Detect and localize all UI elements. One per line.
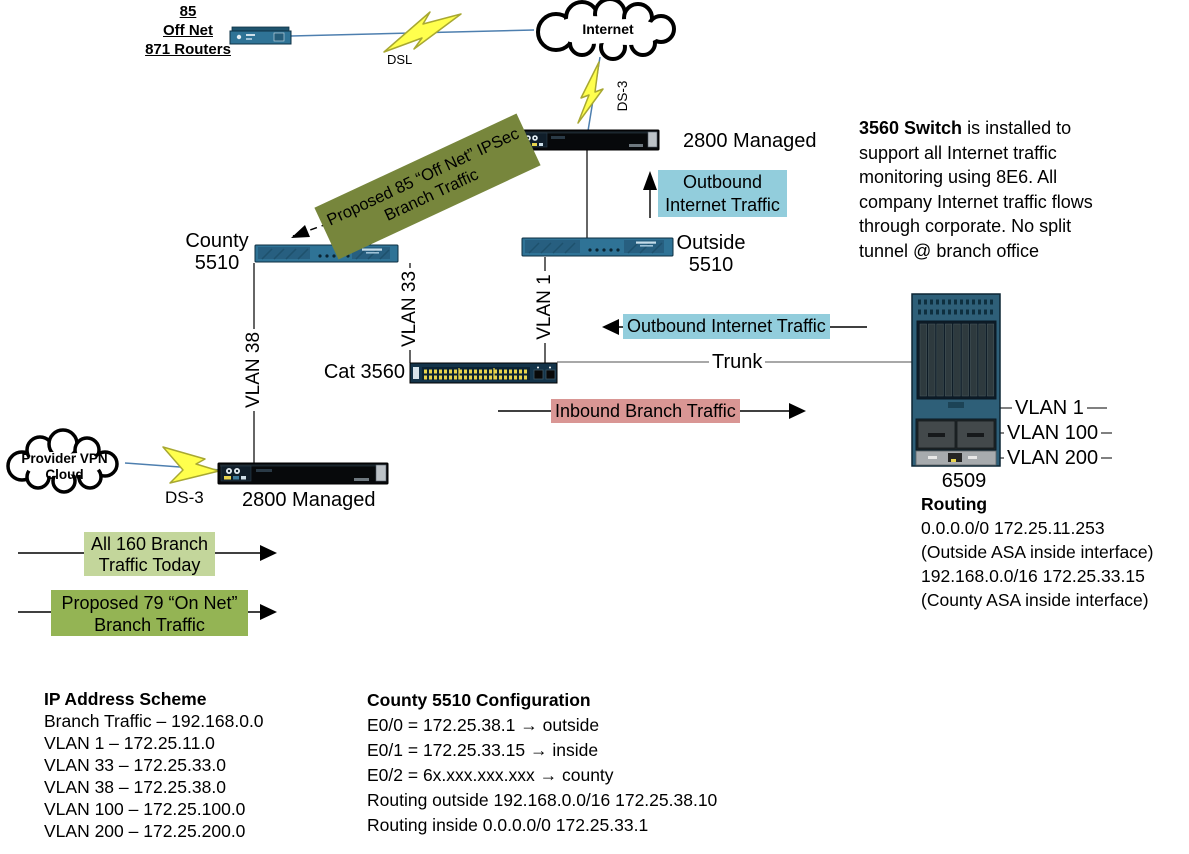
switch-cat3560-icon: [409, 362, 558, 384]
switch-6509-icon: [911, 293, 1001, 467]
asa-outside-5510-icon: [521, 237, 674, 257]
outbound-internet-traffic-mid-box: Outbound Internet Traffic: [623, 314, 830, 339]
internet-cloud-label: Internet: [582, 21, 634, 37]
arrow-outbound-top-head: [643, 171, 657, 190]
internet-cloud: [536, 0, 676, 61]
arrow-inbound-head: [789, 403, 806, 419]
vlan-1-chassis-label: VLAN 1: [1012, 397, 1087, 419]
router-2800-bottom-label: 2800 Managed: [242, 489, 376, 511]
vlan-100-chassis-label: VLAN 100: [1004, 422, 1102, 444]
offnet-871-label: 85 Off Net 871 Routers: [145, 3, 231, 58]
router-2800-top-icon: [517, 129, 660, 151]
vlan-1-label: VLAN 1: [534, 237, 556, 377]
provider-vpn-cloud: [6, 428, 119, 494]
arrow-proposed79-head: [260, 604, 277, 620]
all-160-branch-traffic-box: All 160 Branch Traffic Today: [84, 532, 215, 576]
arrow-all160-head: [260, 545, 277, 561]
outbound-internet-traffic-top-box: Outbound Internet Traffic: [658, 170, 787, 217]
vlan-38-label: VLAN 38: [243, 300, 265, 440]
arrow-banner-head: [291, 225, 310, 238]
county-5510-configuration-block: County 5510 Configuration E0/0 = 172.25.…: [367, 690, 718, 835]
router-2800-top-label: 2800 Managed: [683, 130, 817, 152]
provider-vpn-cloud-label: Provider VPN Cloud: [21, 451, 108, 482]
dsl-label: DSL: [387, 52, 413, 67]
arrow-outbound-mid-head: [602, 319, 619, 335]
note-3560-switch: 3560 Switch is installed to support all …: [859, 118, 1093, 261]
cat-3560-label: Cat 3560: [323, 361, 405, 383]
trunk-label: Trunk: [709, 351, 766, 373]
outside-5510-label: Outside 5510: [676, 232, 746, 276]
inbound-branch-traffic-box: Inbound Branch Traffic: [551, 399, 740, 423]
ds3-top-label: DS-3: [614, 80, 630, 112]
routing-block: Routing 0.0.0.0/0 172.25.11.253 (Outside…: [921, 494, 1154, 610]
vlan-200-chassis-label: VLAN 200: [1004, 447, 1102, 469]
vlan-33-label: VLAN 33: [399, 239, 421, 379]
ds3-bottom-label: DS-3: [165, 488, 204, 507]
county-5510-label: County 5510: [185, 230, 249, 274]
lightning-bolt-ds3-top: [577, 61, 604, 124]
router-2800-bottom-icon: [217, 462, 389, 485]
asa-county-5510-icon: [254, 244, 399, 263]
lightning-bolt-ds3-bottom: [162, 446, 220, 484]
6509-label: 6509: [941, 470, 987, 492]
ip-address-scheme-block: IP Address Scheme Branch Traffic – 192.1…: [44, 689, 264, 841]
router-871-icon: [229, 26, 292, 45]
proposed-79-onnet-box: Proposed 79 “On Net” Branch Traffic: [51, 590, 248, 636]
lightning-bolt-dsl: [383, 11, 462, 53]
